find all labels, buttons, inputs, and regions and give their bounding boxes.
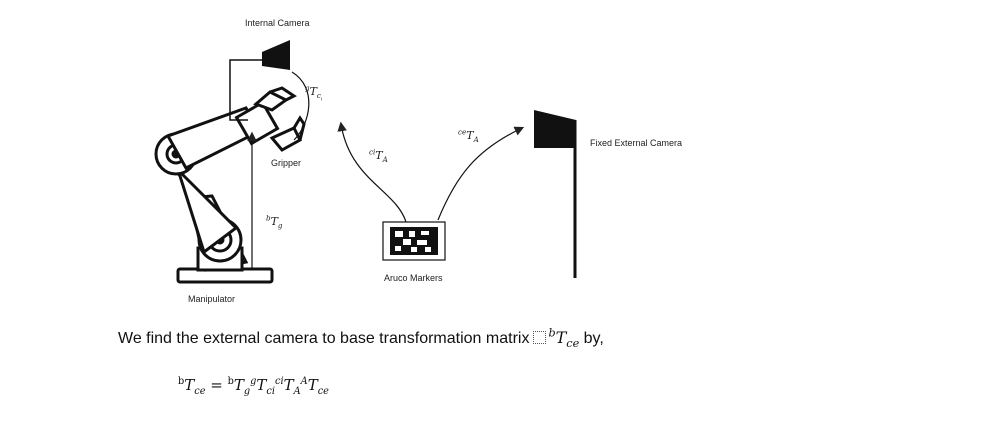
- sentence-text: We find the external camera to base tran…: [118, 330, 530, 347]
- missing-glyph-icon: [533, 331, 547, 344]
- transform-label-ci-T-A: ciTA: [369, 147, 388, 165]
- arrow-marker-external-camera: [437, 126, 525, 221]
- body-sentence: We find the external camera to base tran…: [118, 326, 604, 351]
- manipulator-robot: [154, 86, 306, 284]
- sentence-suffix: by,: [579, 330, 604, 347]
- internal-camera-mount: [229, 59, 264, 121]
- transform-label-b-T-g: bTg: [266, 213, 283, 231]
- transform-label-ce-T-A: ceTA: [458, 127, 479, 145]
- transform-label-g-T-ci: gTci: [305, 83, 323, 103]
- external-camera-icon: [534, 110, 576, 148]
- aruco-marker-icon: [382, 221, 446, 261]
- label-internal-camera: Internal Camera: [245, 18, 310, 28]
- label-aruco-markers: Aruco Markers: [384, 273, 443, 283]
- robot-wrist: [234, 100, 280, 146]
- label-gripper: Gripper: [271, 158, 302, 168]
- arrow-internal-camera-gripper: [291, 71, 310, 141]
- internal-camera-icon: [262, 40, 290, 70]
- arrow-marker-internal-camera: [337, 121, 407, 223]
- label-manipulator: Manipulator: [188, 294, 236, 304]
- sentence-math: bTce: [548, 326, 580, 351]
- gripper-jaw-lower: [269, 126, 302, 152]
- label-fixed-external-camera: Fixed External Camera: [590, 138, 683, 148]
- transformation-equation: bTce = bTggTciciTAATce: [178, 376, 329, 397]
